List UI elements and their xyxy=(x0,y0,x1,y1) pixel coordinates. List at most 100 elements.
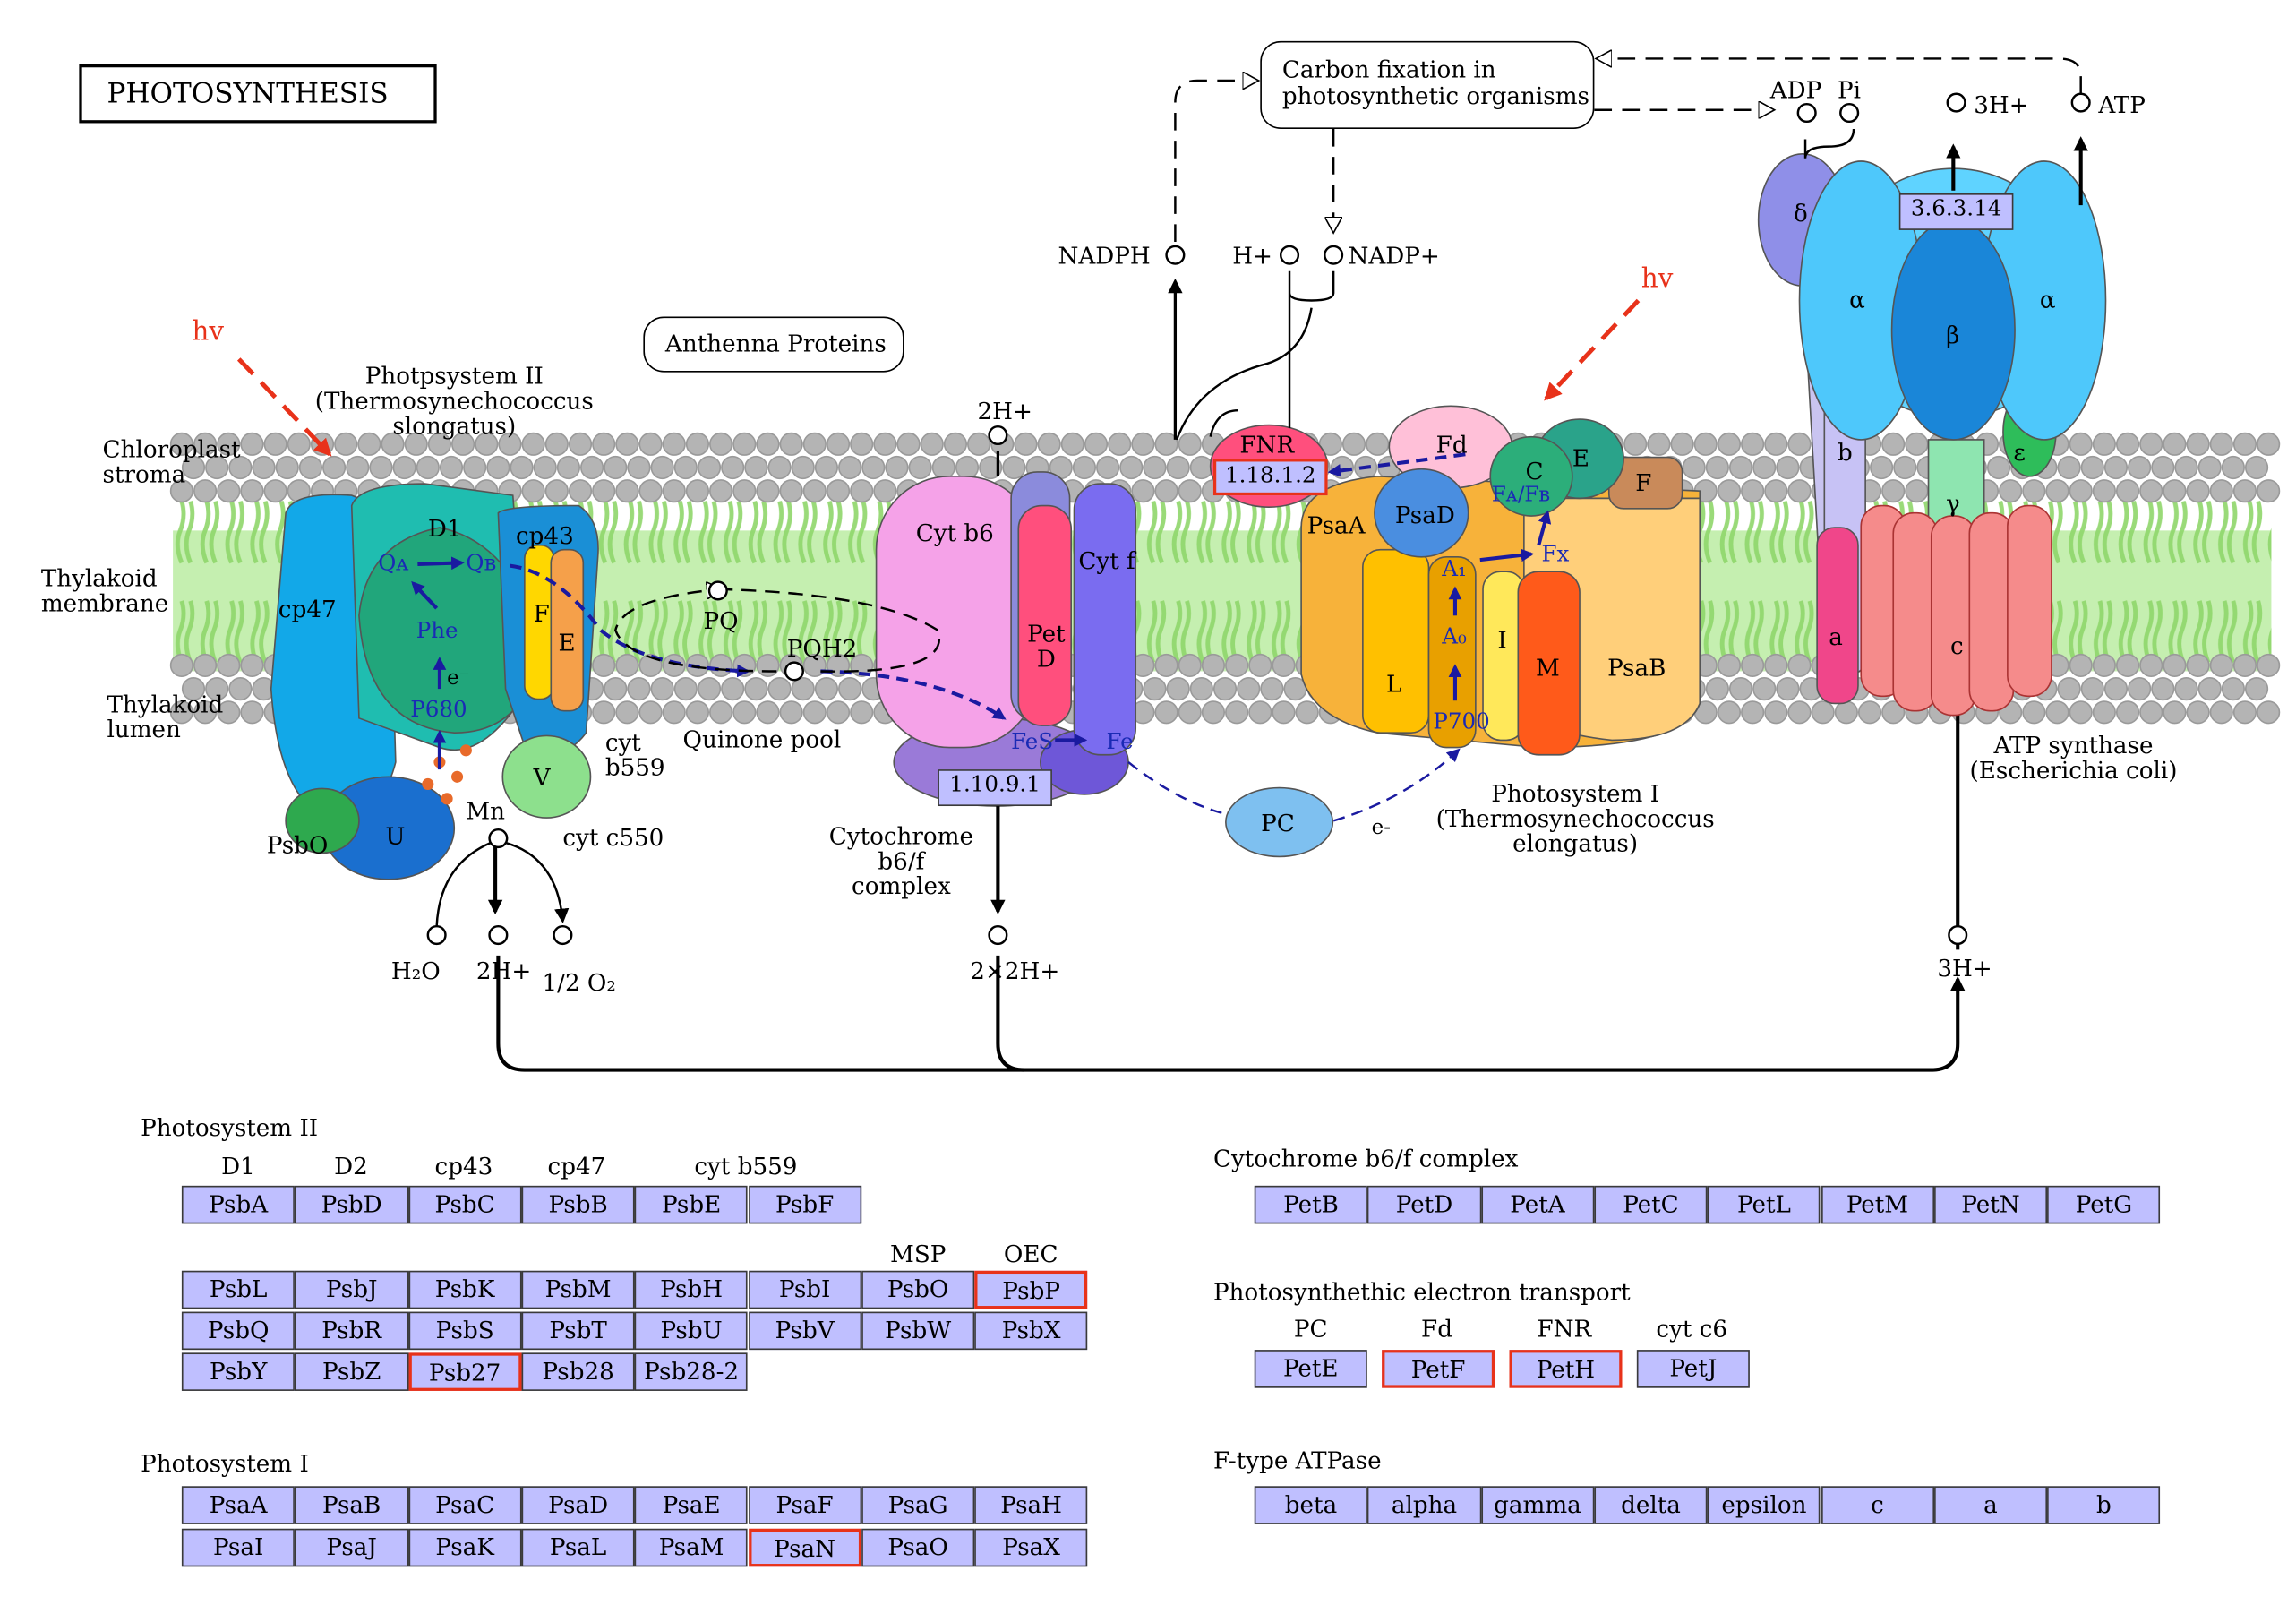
gene-petd[interactable]: PetD xyxy=(1367,1185,1481,1224)
gene-psbc[interactable]: PsbC xyxy=(407,1185,522,1224)
gene-psax[interactable]: PsaX xyxy=(974,1528,1088,1567)
gene-psb27[interactable]: Psb27 xyxy=(407,1352,522,1391)
gene-peta[interactable]: PetA xyxy=(1480,1185,1595,1224)
gene-psb28[interactable]: Psb28 xyxy=(521,1352,635,1391)
gene-psab[interactable]: PsaB xyxy=(295,1486,408,1524)
atp-beta[interactable]: β xyxy=(1946,321,1960,349)
gene-psbl[interactable]: PsbL xyxy=(181,1270,296,1309)
gene-psbf[interactable]: PsbF xyxy=(748,1185,861,1224)
psii-psbo[interactable]: PsbO xyxy=(266,830,329,859)
cyt-pq[interactable]: PQ xyxy=(703,606,739,635)
compound-pi[interactable]: Pi xyxy=(1838,76,1862,105)
gene-psaj[interactable]: PsaJ xyxy=(295,1528,408,1567)
gene-psba[interactable]: PsbA xyxy=(181,1185,296,1224)
gene-psbj[interactable]: PsbJ xyxy=(295,1270,408,1309)
atp-b[interactable]: b xyxy=(1838,438,1853,467)
ec-1-18-1-2[interactable]: 1.18.1.2 xyxy=(1212,459,1328,496)
gene-psbv[interactable]: PsbV xyxy=(748,1311,861,1351)
psii-cp43[interactable]: cp43 xyxy=(516,521,574,550)
gene-psbb[interactable]: PsbB xyxy=(521,1185,635,1224)
atp-c[interactable]: c xyxy=(1950,631,1964,660)
gene-beta[interactable]: beta xyxy=(1254,1486,1368,1524)
psii-u[interactable]: U xyxy=(385,822,406,851)
gene-psbr[interactable]: PsbR xyxy=(295,1311,408,1351)
gene-delta[interactable]: delta xyxy=(1594,1486,1708,1524)
gene-psby[interactable]: PsbY xyxy=(181,1352,296,1391)
compound-adp[interactable]: ADP xyxy=(1769,76,1822,105)
gene-psbx[interactable]: PsbX xyxy=(974,1311,1088,1351)
compound-3h-top[interactable]: 3H+ xyxy=(1974,90,2029,119)
psi-c[interactable]: C xyxy=(1525,457,1544,485)
gene-petb[interactable]: PetB xyxy=(1254,1185,1368,1224)
gene-peth[interactable]: PetH xyxy=(1509,1350,1623,1388)
gene-psbu[interactable]: PsbU xyxy=(634,1311,749,1351)
psi-psaa[interactable]: PsaA xyxy=(1306,511,1366,540)
compound-3h-bottom[interactable]: 3H+ xyxy=(1937,954,1992,983)
psi-e[interactable]: E xyxy=(1572,443,1589,472)
atp-a[interactable]: a xyxy=(1829,622,1843,651)
compound-hplus[interactable]: H+ xyxy=(1232,242,1272,270)
gene-alpha[interactable]: alpha xyxy=(1367,1486,1481,1524)
gene-psae[interactable]: PsaE xyxy=(634,1486,749,1524)
psii-e[interactable]: E xyxy=(558,629,576,657)
compound-o2[interactable]: 1/2 O₂ xyxy=(542,968,616,997)
psi-psad[interactable]: PsaD xyxy=(1394,501,1455,529)
gene-petn[interactable]: PetN xyxy=(1933,1185,2048,1224)
gene-psaf[interactable]: PsaF xyxy=(748,1486,861,1524)
gene-epsilon[interactable]: epsilon xyxy=(1707,1486,1821,1524)
cyt-pqh2[interactable]: PQH2 xyxy=(786,634,858,663)
compound-nadp[interactable]: NADP+ xyxy=(1348,242,1440,270)
gene-psbz[interactable]: PsbZ xyxy=(295,1352,408,1391)
gene-gamma[interactable]: gamma xyxy=(1480,1486,1595,1524)
gene-psac[interactable]: PsaC xyxy=(407,1486,522,1524)
psii-f[interactable]: F xyxy=(533,599,550,628)
psii-d1[interactable]: D1 xyxy=(427,514,462,543)
atp-epsilon[interactable]: ε xyxy=(2013,438,2026,467)
gene-psbe[interactable]: PsbE xyxy=(634,1185,749,1224)
gene-psag[interactable]: PsaG xyxy=(861,1486,975,1524)
gene-psbh[interactable]: PsbH xyxy=(634,1270,749,1309)
atp-delta[interactable]: δ xyxy=(1793,199,1808,227)
compound-h2o[interactable]: H₂O xyxy=(390,957,441,985)
gene-psad[interactable]: PsaD xyxy=(521,1486,635,1524)
ec-3-6-3-14[interactable]: 3.6.3.14 xyxy=(1898,193,2014,230)
gene-psbs[interactable]: PsbS xyxy=(407,1311,522,1351)
carbon-fixation-map-link[interactable]: Carbon fixation in photosynthetic organi… xyxy=(1260,40,1595,130)
gene-psbi[interactable]: PsbI xyxy=(748,1270,861,1309)
cyt-petd[interactable]: Pet D xyxy=(1027,620,1066,674)
gene-psbk[interactable]: PsbK xyxy=(407,1270,522,1309)
compound-2x2h[interactable]: 2×2H+ xyxy=(970,957,1060,985)
gene-psbq[interactable]: PsbQ xyxy=(181,1311,296,1351)
psii-cyt-b559[interactable]: cyt b559 xyxy=(604,728,665,782)
compound-mn[interactable]: Mn xyxy=(466,797,506,826)
gene-psaa[interactable]: PsaA xyxy=(181,1486,296,1524)
gene-petj[interactable]: PetJ xyxy=(1636,1350,1750,1388)
plastocyanin-node[interactable] xyxy=(1225,786,1334,858)
gene-psan[interactable]: PsaN xyxy=(748,1528,861,1567)
gene-pete[interactable]: PetE xyxy=(1254,1350,1367,1388)
gene-a[interactable]: a xyxy=(1933,1486,2048,1524)
gene-psbw[interactable]: PsbW xyxy=(861,1311,975,1351)
compound-nadph[interactable]: NADPH xyxy=(1058,242,1151,270)
psi-f[interactable]: F xyxy=(1635,468,1652,497)
gene-psak[interactable]: PsaK xyxy=(407,1528,522,1567)
psii-v[interactable]: V xyxy=(533,763,551,792)
compound-atp[interactable]: ATP xyxy=(2098,90,2146,119)
gene-c[interactable]: c xyxy=(1821,1486,1934,1524)
antenna-proteins-map-link[interactable]: Anthenna Proteins xyxy=(643,316,904,373)
gene-psbp[interactable]: PsbP xyxy=(974,1270,1088,1309)
gene-psah[interactable]: PsaH xyxy=(974,1486,1088,1524)
gene-b[interactable]: b xyxy=(2047,1486,2161,1524)
gene-psbt[interactable]: PsbT xyxy=(521,1311,635,1351)
compound-2h-top[interactable]: 2H+ xyxy=(977,397,1032,425)
gene-psam[interactable]: PsaM xyxy=(634,1528,749,1567)
psi-fd[interactable]: Fd xyxy=(1435,431,1468,459)
psi-m[interactable]: M xyxy=(1535,653,1560,682)
atp-gamma[interactable]: γ xyxy=(1946,489,1960,518)
gene-psai[interactable]: PsaI xyxy=(181,1528,296,1567)
gene-psb28-2[interactable]: Psb28-2 xyxy=(634,1352,749,1391)
gene-petm[interactable]: PetM xyxy=(1821,1185,1934,1224)
psi-fnr[interactable]: FNR xyxy=(1239,431,1295,459)
gene-petg[interactable]: PetG xyxy=(2047,1185,2161,1224)
psi-i[interactable]: I xyxy=(1497,625,1507,654)
